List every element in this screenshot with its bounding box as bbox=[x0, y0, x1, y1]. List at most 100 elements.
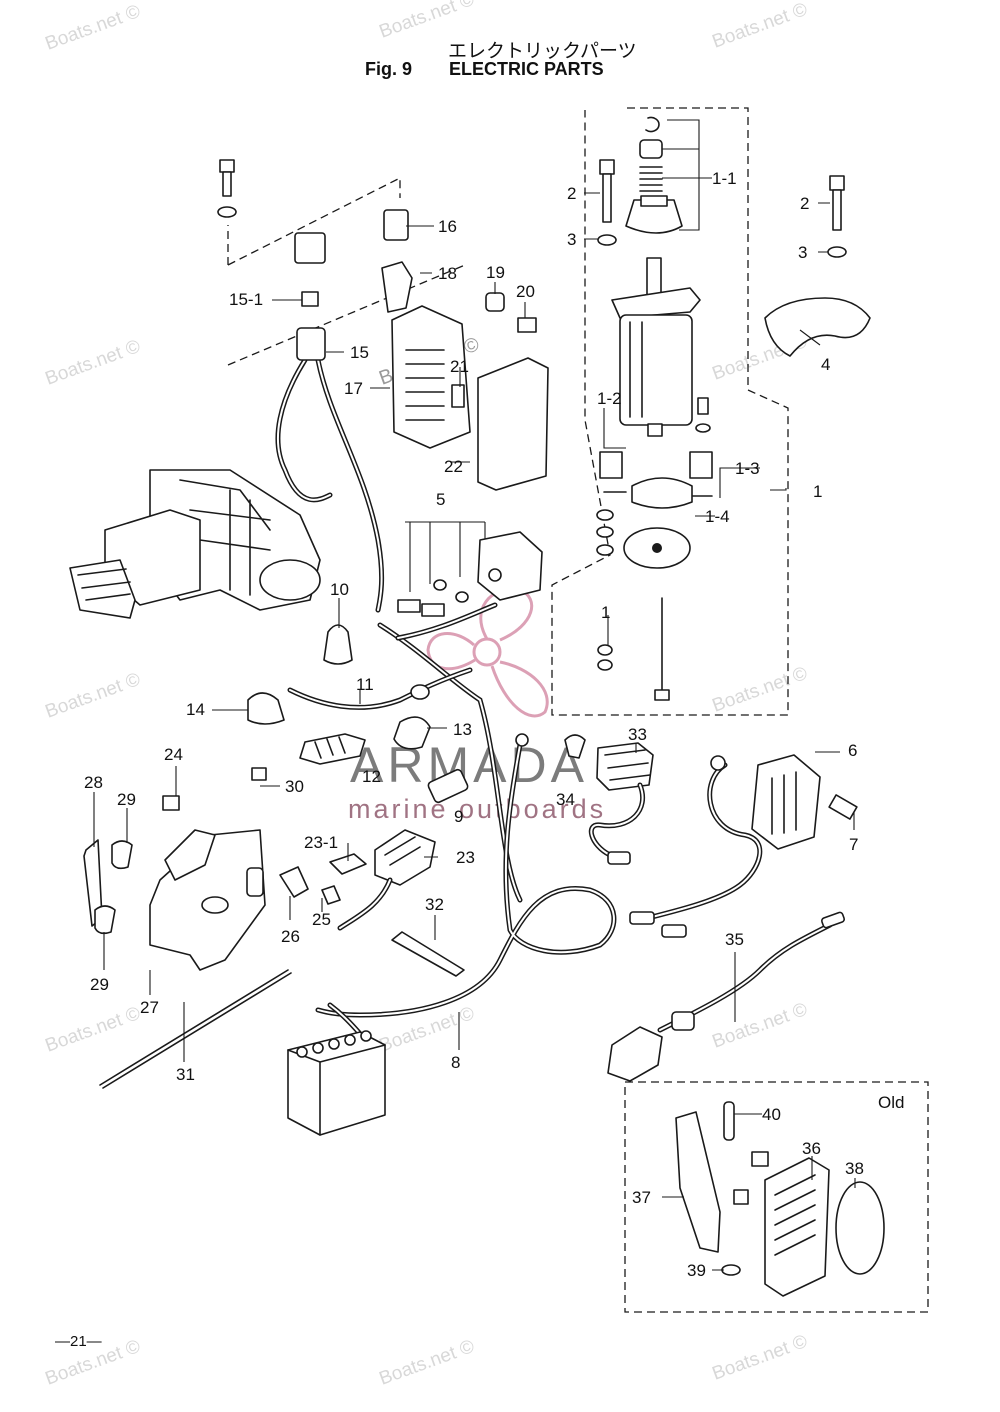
relay-socket-15 bbox=[296, 327, 326, 361]
callout-19: 19 bbox=[486, 263, 505, 282]
washer bbox=[596, 544, 614, 556]
starter-button-ridges bbox=[384, 836, 421, 866]
harness-35-group bbox=[607, 911, 846, 1082]
brand-name: ARMADA bbox=[350, 737, 588, 793]
starter-relay-5 bbox=[477, 531, 543, 601]
brush-holder-1-2 bbox=[599, 451, 623, 479]
callout-6: 6 bbox=[848, 741, 857, 760]
leader-lower bbox=[93, 792, 856, 1271]
callout-12: 12 bbox=[362, 767, 381, 786]
rectifier-6 bbox=[751, 754, 821, 850]
watermark-text: Boats.net © bbox=[710, 999, 811, 1053]
clamp-40 bbox=[723, 1101, 735, 1141]
relay-washer bbox=[455, 591, 469, 603]
engine-bracket bbox=[69, 469, 321, 619]
bracket-27-slot bbox=[246, 867, 264, 897]
screw-head bbox=[219, 159, 235, 173]
callout-23: 23 bbox=[456, 848, 475, 867]
rectifier-36-fins bbox=[774, 1174, 816, 1256]
watermark-text: Boats.net © bbox=[377, 0, 478, 43]
bolt-head bbox=[599, 159, 615, 175]
leader-right bbox=[175, 743, 855, 830]
battery-case bbox=[287, 1031, 386, 1136]
switch-connector bbox=[607, 851, 631, 865]
circlip-1-1 bbox=[645, 116, 660, 133]
callout-40: 40 bbox=[762, 1105, 781, 1124]
leader-brushes bbox=[603, 408, 787, 517]
callout-3-left: 3 bbox=[567, 230, 576, 249]
harness-35-grommet bbox=[671, 1011, 695, 1031]
washer-39 bbox=[721, 1264, 741, 1276]
callout-1-2: 1-2 bbox=[597, 389, 622, 408]
callout-4: 4 bbox=[821, 355, 830, 374]
screw-21 bbox=[451, 384, 465, 408]
gasket-38 bbox=[835, 1181, 885, 1275]
watermark-text: Boats.net © bbox=[377, 1003, 478, 1057]
leader-5 bbox=[405, 521, 486, 592]
clip-29-upper bbox=[111, 840, 133, 870]
clip-26 bbox=[279, 866, 309, 898]
through-bolt-head bbox=[654, 689, 670, 701]
bolt-shank bbox=[602, 173, 612, 223]
bracket-37 bbox=[675, 1111, 721, 1253]
plug-23-1 bbox=[329, 853, 367, 875]
engine-bracket-boss bbox=[259, 559, 321, 601]
relay-15 bbox=[294, 232, 326, 264]
watermark-text: Boats.net © bbox=[377, 1336, 478, 1390]
callout-7: 7 bbox=[849, 835, 858, 854]
motor-front-flange bbox=[611, 287, 701, 319]
cover-22 bbox=[477, 357, 549, 491]
rectifier-17 bbox=[391, 305, 471, 449]
relay-washer bbox=[433, 579, 447, 591]
assembly-boundary-15 bbox=[227, 176, 466, 366]
callout-30: 30 bbox=[285, 777, 304, 796]
callout-1-4: 1-4 bbox=[705, 507, 730, 526]
leader-middle bbox=[212, 598, 609, 729]
watermark-text: Boats.net © bbox=[710, 0, 811, 53]
starter-button-23 bbox=[374, 829, 436, 886]
callout-29-upper: 29 bbox=[117, 790, 136, 809]
callout-8: 8 bbox=[451, 1053, 460, 1072]
clip-29-lower bbox=[94, 905, 116, 935]
cable-tie-32 bbox=[391, 931, 465, 977]
washer-3-right bbox=[827, 246, 847, 258]
callout-1-assembly: 1 bbox=[813, 482, 822, 501]
terminal-boot-14 bbox=[247, 692, 285, 725]
brush-springs bbox=[603, 491, 713, 497]
clamp-13 bbox=[393, 716, 431, 750]
harness-35-connector bbox=[607, 1026, 663, 1082]
callout-13: 13 bbox=[453, 720, 472, 739]
cover-16 bbox=[383, 209, 409, 241]
leader-lines bbox=[93, 119, 856, 1271]
engine-bracket-ribs bbox=[179, 479, 271, 596]
hose-12 bbox=[299, 733, 366, 765]
screw-20 bbox=[517, 317, 537, 333]
callout-39: 39 bbox=[687, 1261, 706, 1280]
callout-32: 32 bbox=[425, 895, 444, 914]
callout-5: 5 bbox=[436, 490, 445, 509]
hose-12-ridges bbox=[314, 736, 346, 759]
callout-3-right: 3 bbox=[798, 243, 807, 262]
holder-18 bbox=[381, 261, 413, 313]
leader-bolts bbox=[584, 192, 830, 346]
bolt-head bbox=[829, 175, 845, 191]
brush-holder-1-3 bbox=[689, 451, 713, 479]
starter-bracket-4 bbox=[764, 297, 871, 357]
leader-upper-left bbox=[272, 225, 526, 463]
figure-title: ELECTRIC PARTS bbox=[449, 59, 604, 79]
callout-22: 22 bbox=[444, 457, 463, 476]
figure-number: Fig. 9 bbox=[365, 59, 413, 79]
screw-top-left bbox=[217, 159, 237, 218]
old-parts-inset: Old bbox=[624, 1081, 929, 1313]
pinion-teeth bbox=[640, 195, 668, 207]
screw-old bbox=[733, 1189, 749, 1205]
bracket-27-clip bbox=[164, 829, 216, 881]
callout-26: 26 bbox=[281, 927, 300, 946]
callout-9: 9 bbox=[454, 807, 463, 826]
key-switch-ridges bbox=[604, 749, 651, 781]
motor-housing-shade bbox=[629, 321, 643, 418]
screw-shank bbox=[222, 171, 232, 197]
motor-washer bbox=[695, 423, 711, 433]
callout-27: 27 bbox=[140, 998, 159, 1017]
